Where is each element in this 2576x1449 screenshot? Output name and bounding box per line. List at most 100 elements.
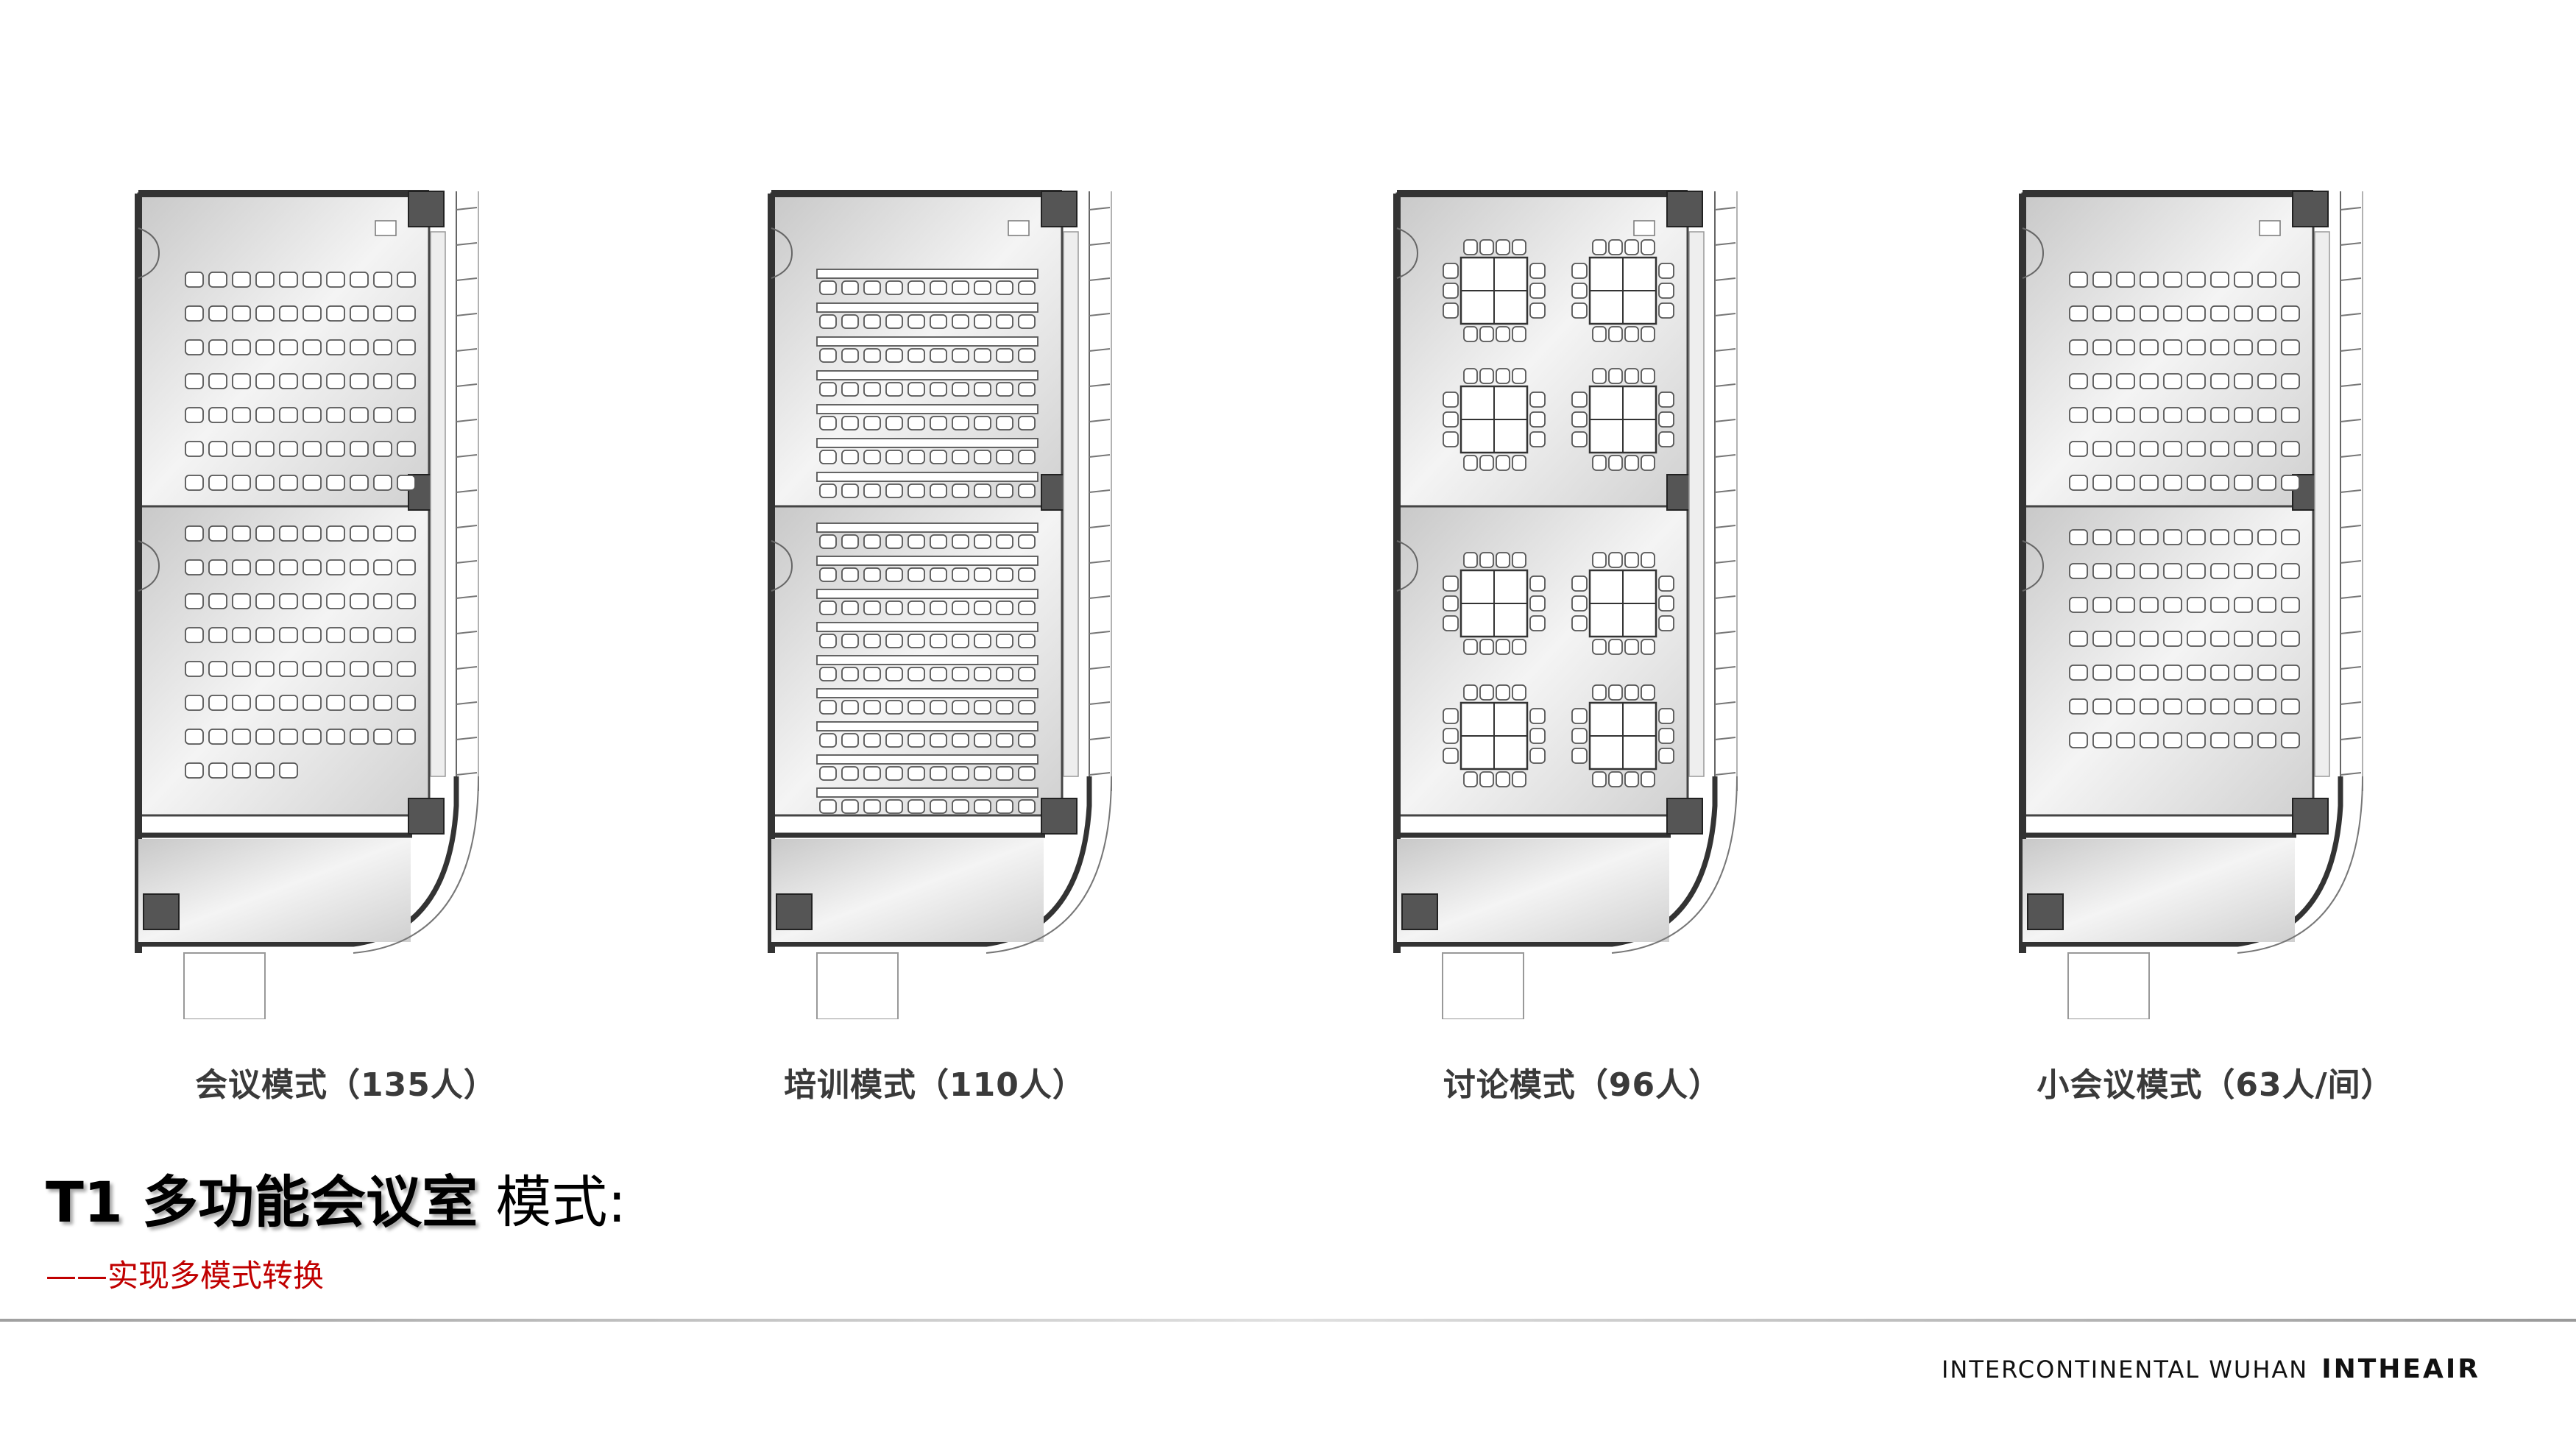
chair (996, 634, 1013, 648)
prefunction-floor (2023, 839, 2295, 942)
chair (907, 799, 925, 814)
column (2027, 893, 2064, 930)
facade-mullion (2340, 419, 2362, 422)
chair (1608, 771, 1623, 787)
chair (1571, 431, 1588, 447)
chair (2210, 305, 2229, 322)
chair (1463, 455, 1478, 471)
column (1041, 798, 1078, 835)
chair (885, 799, 903, 814)
chair (2187, 529, 2206, 545)
footer-brand-logo: INTHEAIR (2321, 1354, 2480, 1384)
chair (279, 627, 298, 643)
chair (2234, 631, 2253, 647)
training-table (816, 302, 1038, 313)
chair (1592, 684, 1607, 701)
chair (1463, 239, 1478, 255)
chair (2069, 339, 2088, 355)
chair (232, 407, 251, 423)
chair (996, 483, 1013, 498)
chair (232, 305, 251, 322)
chair (279, 525, 298, 542)
chair (1479, 239, 1494, 255)
facade-mullion (1089, 631, 1111, 634)
chair (1641, 326, 1655, 342)
chair (397, 407, 416, 423)
chair (397, 339, 416, 355)
facade-mullion (456, 666, 478, 670)
chair (1592, 771, 1607, 787)
chair (841, 348, 859, 363)
chair (2234, 665, 2253, 681)
facade-mullion (1714, 383, 1736, 387)
chair (819, 667, 837, 681)
side-storage (1688, 231, 1705, 777)
chair (2092, 475, 2112, 491)
chair (1529, 615, 1546, 631)
chair (974, 600, 991, 615)
chair (2163, 475, 2182, 491)
chair (2187, 732, 2206, 748)
chair (2281, 529, 2300, 545)
mode-label-small-meeting: 小会议模式（63人/间） (2037, 1066, 2394, 1104)
facade-mullion (456, 595, 478, 599)
chair (2163, 339, 2182, 355)
chair (2069, 407, 2088, 423)
chair (208, 441, 227, 457)
chair (2234, 597, 2253, 613)
chair (2187, 631, 2206, 647)
chair (841, 733, 859, 748)
page-title-main: T1 多功能会议室 (46, 1169, 478, 1235)
chair (1571, 283, 1588, 299)
chair (2092, 373, 2112, 389)
chair (841, 600, 859, 615)
facade-mullion (2340, 631, 2362, 634)
chair (2281, 305, 2300, 322)
facade-mullion (1089, 419, 1111, 422)
side-storage (1063, 231, 1079, 777)
chair (1479, 639, 1494, 655)
chair (1641, 639, 1655, 655)
projector (2259, 220, 2281, 236)
facade-curve (2237, 776, 2363, 954)
chair (841, 799, 859, 814)
column (408, 798, 445, 835)
chair (1571, 708, 1588, 724)
chair (952, 534, 969, 549)
chair (863, 314, 881, 329)
chair (863, 483, 881, 498)
chair (1608, 684, 1623, 701)
chair (2116, 563, 2135, 579)
chair (373, 627, 392, 643)
chair (2234, 475, 2253, 491)
projector (375, 220, 397, 236)
facade-mullion (456, 737, 478, 740)
facade-mullion (456, 419, 478, 422)
chair (1018, 600, 1036, 615)
chair (1641, 552, 1655, 568)
footer-hotel-name: INTERCONTINENTAL WUHAN (1941, 1356, 2309, 1384)
chair (1529, 392, 1546, 408)
chair (1018, 700, 1036, 715)
chair (2069, 563, 2088, 579)
facade-mullion (2340, 525, 2362, 528)
facade-mullion (456, 313, 478, 316)
chair (2116, 732, 2135, 748)
chair (974, 416, 991, 431)
chair (1658, 728, 1674, 744)
chair (1018, 634, 1036, 648)
chair (1443, 411, 1459, 428)
chair (1571, 411, 1588, 428)
chair (2140, 698, 2159, 715)
training-table (816, 787, 1038, 798)
facade-curve (986, 776, 1112, 954)
chair (232, 627, 251, 643)
chair (1463, 326, 1478, 342)
chair (2234, 529, 2253, 545)
chair (1641, 455, 1655, 471)
chair (1529, 575, 1546, 592)
facade-mullion (1089, 701, 1111, 705)
chair (1624, 368, 1639, 384)
chair (2092, 698, 2112, 715)
chair (2140, 272, 2159, 288)
